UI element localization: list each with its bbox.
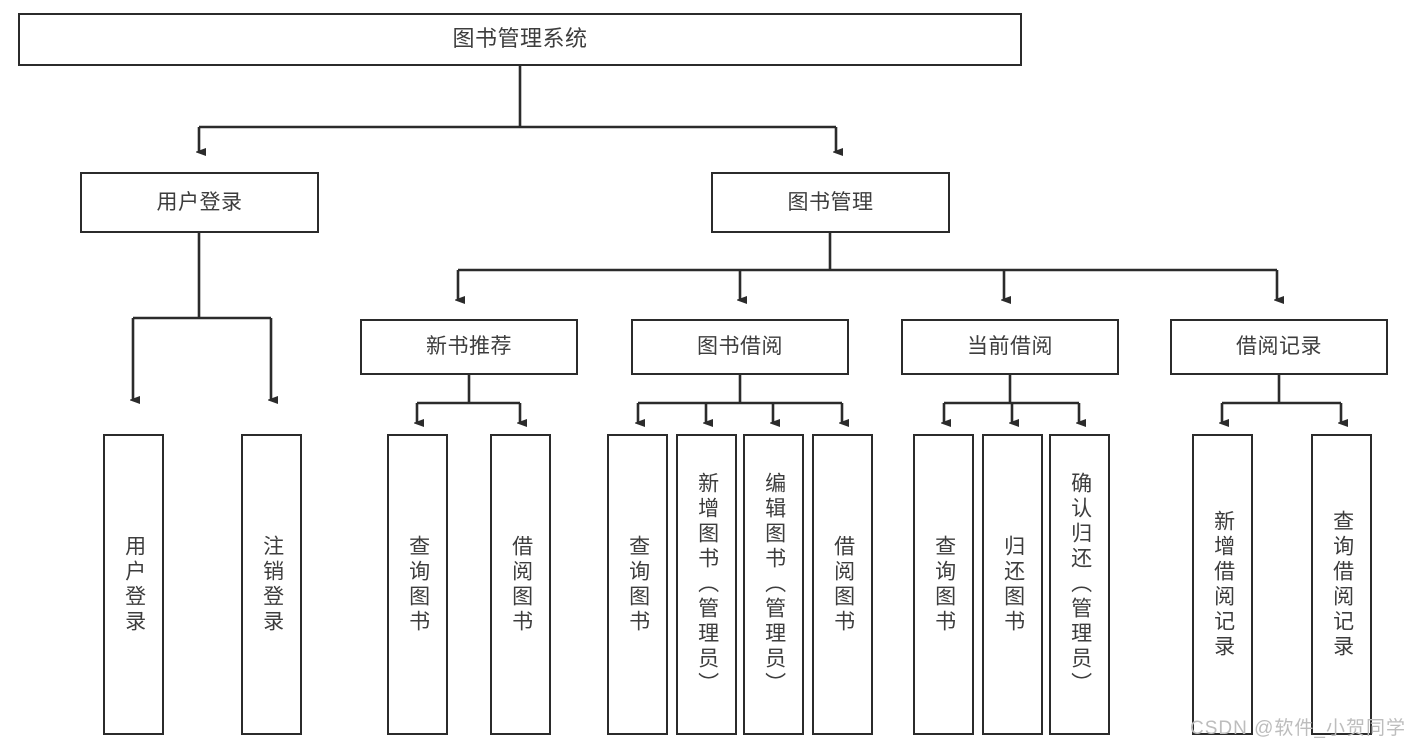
- node-label: 新增图书（管理员）: [695, 472, 719, 697]
- leaf-add-book[interactable]: 新增图书（管理员）: [676, 434, 737, 735]
- node-label: 图书管理: [787, 190, 874, 214]
- leaf-add-record[interactable]: 新增借阅记录: [1192, 434, 1253, 735]
- node-label: 借阅图书: [831, 534, 855, 635]
- node-book-borrow[interactable]: 图书借阅: [631, 319, 849, 375]
- node-label: 当前借阅: [967, 335, 1053, 359]
- leaf-user-login[interactable]: 用户登录: [103, 434, 164, 735]
- node-new-book-recommend[interactable]: 新书推荐: [360, 319, 578, 375]
- node-book-manage[interactable]: 图书管理: [711, 172, 950, 233]
- node-label: 编辑图书（管理员）: [762, 472, 786, 697]
- node-label: 新增借阅记录: [1211, 509, 1235, 660]
- node-label: 查询图书: [406, 534, 430, 635]
- node-label: 新书推荐: [426, 335, 512, 359]
- node-label: 查询图书: [932, 534, 956, 635]
- node-label: 借阅记录: [1236, 335, 1322, 359]
- leaf-borrow-book-1[interactable]: 借阅图书: [490, 434, 551, 735]
- node-label: 归还图书: [1001, 534, 1025, 635]
- node-label: 确认归还（管理员）: [1068, 472, 1092, 697]
- node-label: 查询借阅记录: [1330, 509, 1354, 660]
- node-label: 用户登录: [156, 190, 243, 214]
- node-label: 用户登录: [122, 534, 146, 635]
- leaf-query-record[interactable]: 查询借阅记录: [1311, 434, 1372, 735]
- leaf-borrow-book-2[interactable]: 借阅图书: [812, 434, 873, 735]
- leaf-edit-book[interactable]: 编辑图书（管理员）: [743, 434, 804, 735]
- node-label: 查询图书: [626, 534, 650, 635]
- leaf-logout[interactable]: 注销登录: [241, 434, 302, 735]
- leaf-query-book-3[interactable]: 查询图书: [913, 434, 974, 735]
- leaf-query-book-2[interactable]: 查询图书: [607, 434, 668, 735]
- node-label: 注销登录: [260, 534, 284, 635]
- csdn-watermark: CSDN @软件_小贺同学: [1190, 718, 1405, 739]
- node-borrow-record[interactable]: 借阅记录: [1170, 319, 1388, 375]
- leaf-query-book-1[interactable]: 查询图书: [387, 434, 448, 735]
- node-current-borrow[interactable]: 当前借阅: [901, 319, 1119, 375]
- node-root-system[interactable]: 图书管理系统: [18, 13, 1022, 66]
- node-user-login[interactable]: 用户登录: [80, 172, 319, 233]
- node-label: 图书管理系统: [452, 26, 588, 52]
- leaf-confirm-return[interactable]: 确认归还（管理员）: [1049, 434, 1110, 735]
- node-label: 图书借阅: [697, 335, 783, 359]
- leaf-return-book[interactable]: 归还图书: [982, 434, 1043, 735]
- node-label: 借阅图书: [509, 534, 533, 635]
